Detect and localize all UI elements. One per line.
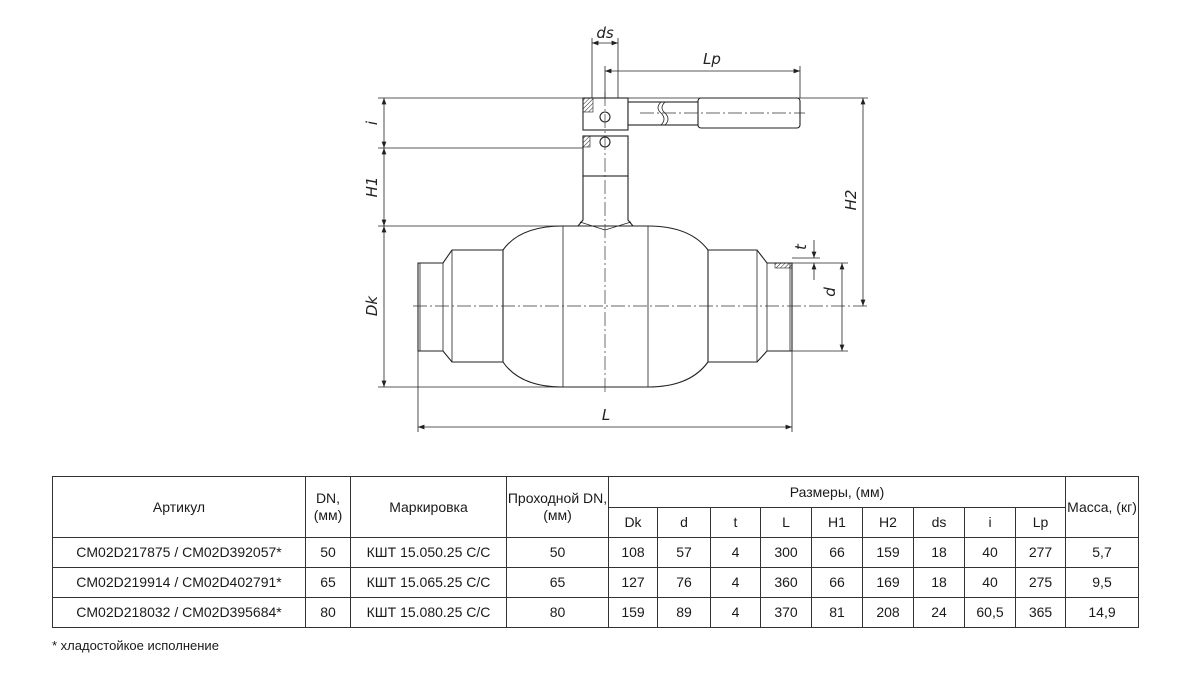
dim-label-dk: Dk bbox=[363, 295, 381, 317]
cell-dim-d: 76 bbox=[657, 567, 711, 598]
valve-handle bbox=[582, 97, 805, 131]
header-dim-dk: Dk bbox=[608, 507, 658, 538]
cell-dim-i: 60,5 bbox=[964, 597, 1016, 628]
cell-dim-ds: 24 bbox=[913, 597, 965, 628]
cell-dim-lp: 275 bbox=[1015, 567, 1066, 598]
header-dimensions: Размеры, (мм) bbox=[608, 476, 1066, 508]
cell-bore-dn: 50 bbox=[506, 537, 609, 568]
cell-dim-dk: 127 bbox=[608, 567, 658, 598]
cell-dim-ds: 18 bbox=[913, 537, 965, 568]
cell-marking: КШТ 15.065.25 С/С bbox=[350, 567, 507, 598]
cell-dim-h2: 208 bbox=[862, 597, 914, 628]
header-bore-dn: Проходной DN, (мм) bbox=[506, 476, 609, 538]
cell-dim-ds: 18 bbox=[913, 567, 965, 598]
cell-dim-i: 40 bbox=[964, 537, 1016, 568]
dim-label-i: i bbox=[363, 120, 381, 125]
cell-dim-l: 300 bbox=[760, 537, 812, 568]
dim-label-h1: H1 bbox=[363, 177, 381, 198]
header-dim-h1: H1 bbox=[811, 507, 863, 538]
cell-dim-d: 89 bbox=[657, 597, 711, 628]
cell-article: CM02D218032 / CM02D395684* bbox=[52, 597, 306, 628]
cell-dim-lp: 277 bbox=[1015, 537, 1066, 568]
dimension-lines bbox=[378, 38, 868, 432]
cell-dim-dk: 108 bbox=[608, 537, 658, 568]
cell-article: CM02D217875 / CM02D392057* bbox=[52, 537, 306, 568]
cell-dim-h1: 81 bbox=[811, 597, 863, 628]
header-dn: DN, (мм) bbox=[305, 476, 351, 538]
dim-label-lp: Lp bbox=[703, 50, 721, 68]
cell-marking: КШТ 15.050.25 С/С bbox=[350, 537, 507, 568]
cell-article: CM02D219914 / CM02D402791* bbox=[52, 567, 306, 598]
ball-valve-drawing: ds Lp i H1 Dk H2 d t L bbox=[363, 24, 868, 432]
cell-mass: 14,9 bbox=[1065, 597, 1139, 628]
header-dim-d: d bbox=[657, 507, 711, 538]
dim-label-h2: H2 bbox=[842, 190, 860, 211]
cell-bore-dn: 80 bbox=[506, 597, 609, 628]
cell-dim-d: 57 bbox=[657, 537, 711, 568]
dim-label-ds: ds bbox=[596, 24, 614, 42]
cell-bore-dn: 65 bbox=[506, 567, 609, 598]
cell-dn: 65 bbox=[305, 567, 351, 598]
cell-mass: 9,5 bbox=[1065, 567, 1139, 598]
cell-dim-h1: 66 bbox=[811, 537, 863, 568]
valve-body bbox=[417, 225, 793, 388]
footnote: * хладостойкое исполнение bbox=[52, 638, 219, 653]
cell-dim-h2: 159 bbox=[862, 537, 914, 568]
specs-table: Артикул DN, (мм) Маркировка Проходной DN… bbox=[52, 476, 1139, 628]
cell-dim-lp: 365 bbox=[1015, 597, 1066, 628]
cell-dim-t: 4 bbox=[710, 537, 761, 568]
header-dim-lp: Lp bbox=[1015, 507, 1066, 538]
cell-dim-t: 4 bbox=[710, 597, 761, 628]
header-dim-i: i bbox=[964, 507, 1016, 538]
header-dim-l: L bbox=[760, 507, 812, 538]
cell-dn: 50 bbox=[305, 537, 351, 568]
cell-dim-h1: 66 bbox=[811, 567, 863, 598]
header-dim-h2: H2 bbox=[862, 507, 914, 538]
dim-label-d: d bbox=[821, 287, 839, 297]
cell-mass: 5,7 bbox=[1065, 537, 1139, 568]
dim-label-l: L bbox=[602, 406, 610, 424]
cell-dim-h2: 169 bbox=[862, 567, 914, 598]
dim-label-t: t bbox=[792, 243, 810, 250]
header-mass: Масса, (кг) bbox=[1065, 476, 1139, 538]
cell-dim-i: 40 bbox=[964, 567, 1016, 598]
cell-dim-l: 370 bbox=[760, 597, 812, 628]
header-article: Артикул bbox=[52, 476, 306, 538]
cell-dim-dk: 159 bbox=[608, 597, 658, 628]
header-marking: Маркировка bbox=[350, 476, 507, 538]
valve-stem bbox=[576, 135, 635, 231]
cell-dim-t: 4 bbox=[710, 567, 761, 598]
cell-dn: 80 bbox=[305, 597, 351, 628]
cell-marking: КШТ 15.080.25 С/С bbox=[350, 597, 507, 628]
header-dim-t: t bbox=[710, 507, 761, 538]
header-dim-ds: ds bbox=[913, 507, 965, 538]
cell-dim-l: 360 bbox=[760, 567, 812, 598]
